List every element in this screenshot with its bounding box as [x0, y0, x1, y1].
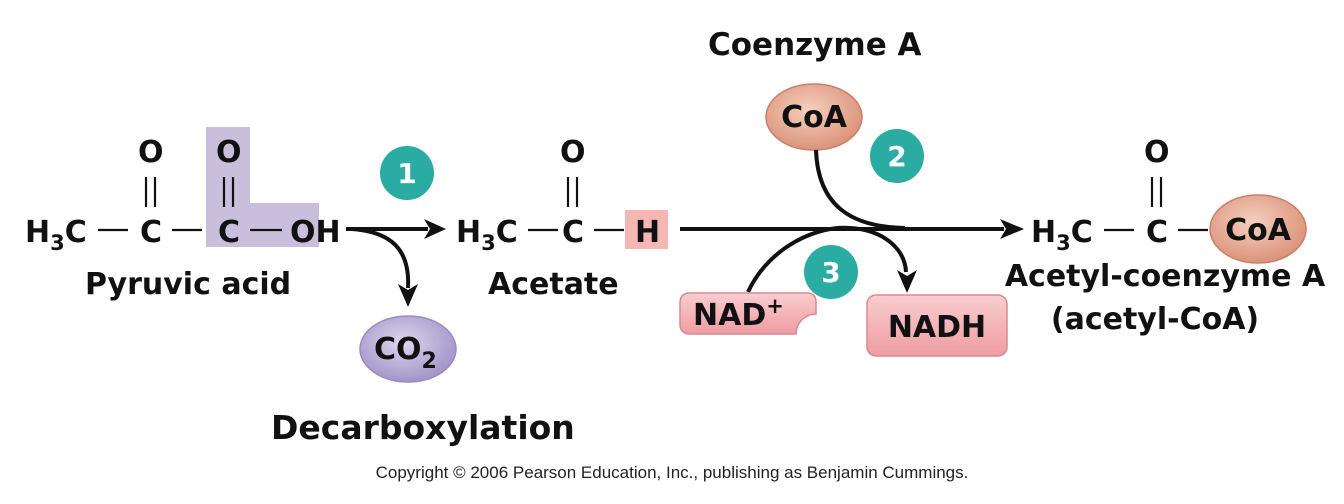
acetate-label: Acetate	[488, 267, 619, 302]
acetate-carbonyl-carbon: C	[562, 215, 584, 250]
step-3-badge	[804, 245, 858, 299]
acetate-methyl-group: H3C	[456, 215, 518, 255]
arrowhead	[398, 284, 418, 307]
step-2-badge	[870, 129, 924, 183]
acetyl-coa-abbrev: (acetyl-CoA)	[1051, 302, 1259, 337]
pyruvate-carbonyl-carbon: C	[140, 215, 162, 250]
acetyl-coa-label: Acetyl-coenzyme A	[1005, 259, 1326, 294]
acetyl-coa-oxygen: O	[1144, 135, 1170, 170]
pyruvate-carboxyl-oxygen: O	[216, 135, 242, 170]
coa-oval	[765, 83, 863, 151]
arrowhead	[1000, 219, 1024, 239]
acetyl-coa-coa-label: CoA	[1225, 213, 1292, 248]
copyright-notice: Copyright © 2006 Pearson Education, Inc.…	[376, 463, 969, 482]
pyruvic-acid-label: Pyruvic acid	[85, 267, 291, 302]
step-3-number: 3	[821, 256, 840, 289]
pyruvate-methyl-group: H3C	[25, 215, 87, 255]
nad-plus-label: NAD+	[693, 294, 784, 333]
acetyl-coa-methyl-group: H3C	[1031, 215, 1093, 255]
decarboxylation-label: Decarboxylation	[271, 408, 575, 447]
acetyl-coa-oval	[1209, 194, 1307, 264]
step-1-badge	[380, 146, 434, 200]
arrowhead	[897, 270, 917, 293]
coa-entry-arrow	[814, 149, 906, 230]
decarboxylation-arrow	[351, 227, 411, 289]
hydrogen-highlight	[625, 210, 668, 249]
co2-label: CO2	[374, 332, 437, 374]
co2-oval	[359, 315, 457, 383]
pyruvate-carboxyl-carbon: C	[218, 215, 240, 250]
nadh-box	[866, 294, 1008, 357]
step-1-number: 1	[397, 157, 416, 190]
redox-arrow	[746, 225, 908, 293]
acetyl-coa-carbonyl-carbon: C	[1146, 215, 1168, 250]
step-2-number: 2	[887, 140, 906, 173]
carboxyl-highlight	[206, 127, 319, 247]
acetate-oxygen: O	[560, 135, 586, 170]
nadh-label: NADH	[888, 310, 986, 345]
pyruvate-hydroxyl: OH	[290, 215, 341, 250]
arrowhead	[424, 219, 446, 239]
acetate-hydrogen: H	[635, 215, 660, 250]
nad-plus-box	[679, 292, 817, 335]
coa-label: CoA	[781, 100, 848, 135]
pyruvate-ketone-oxygen: O	[138, 135, 164, 170]
coenzyme-a-title: Coenzyme A	[708, 27, 922, 63]
